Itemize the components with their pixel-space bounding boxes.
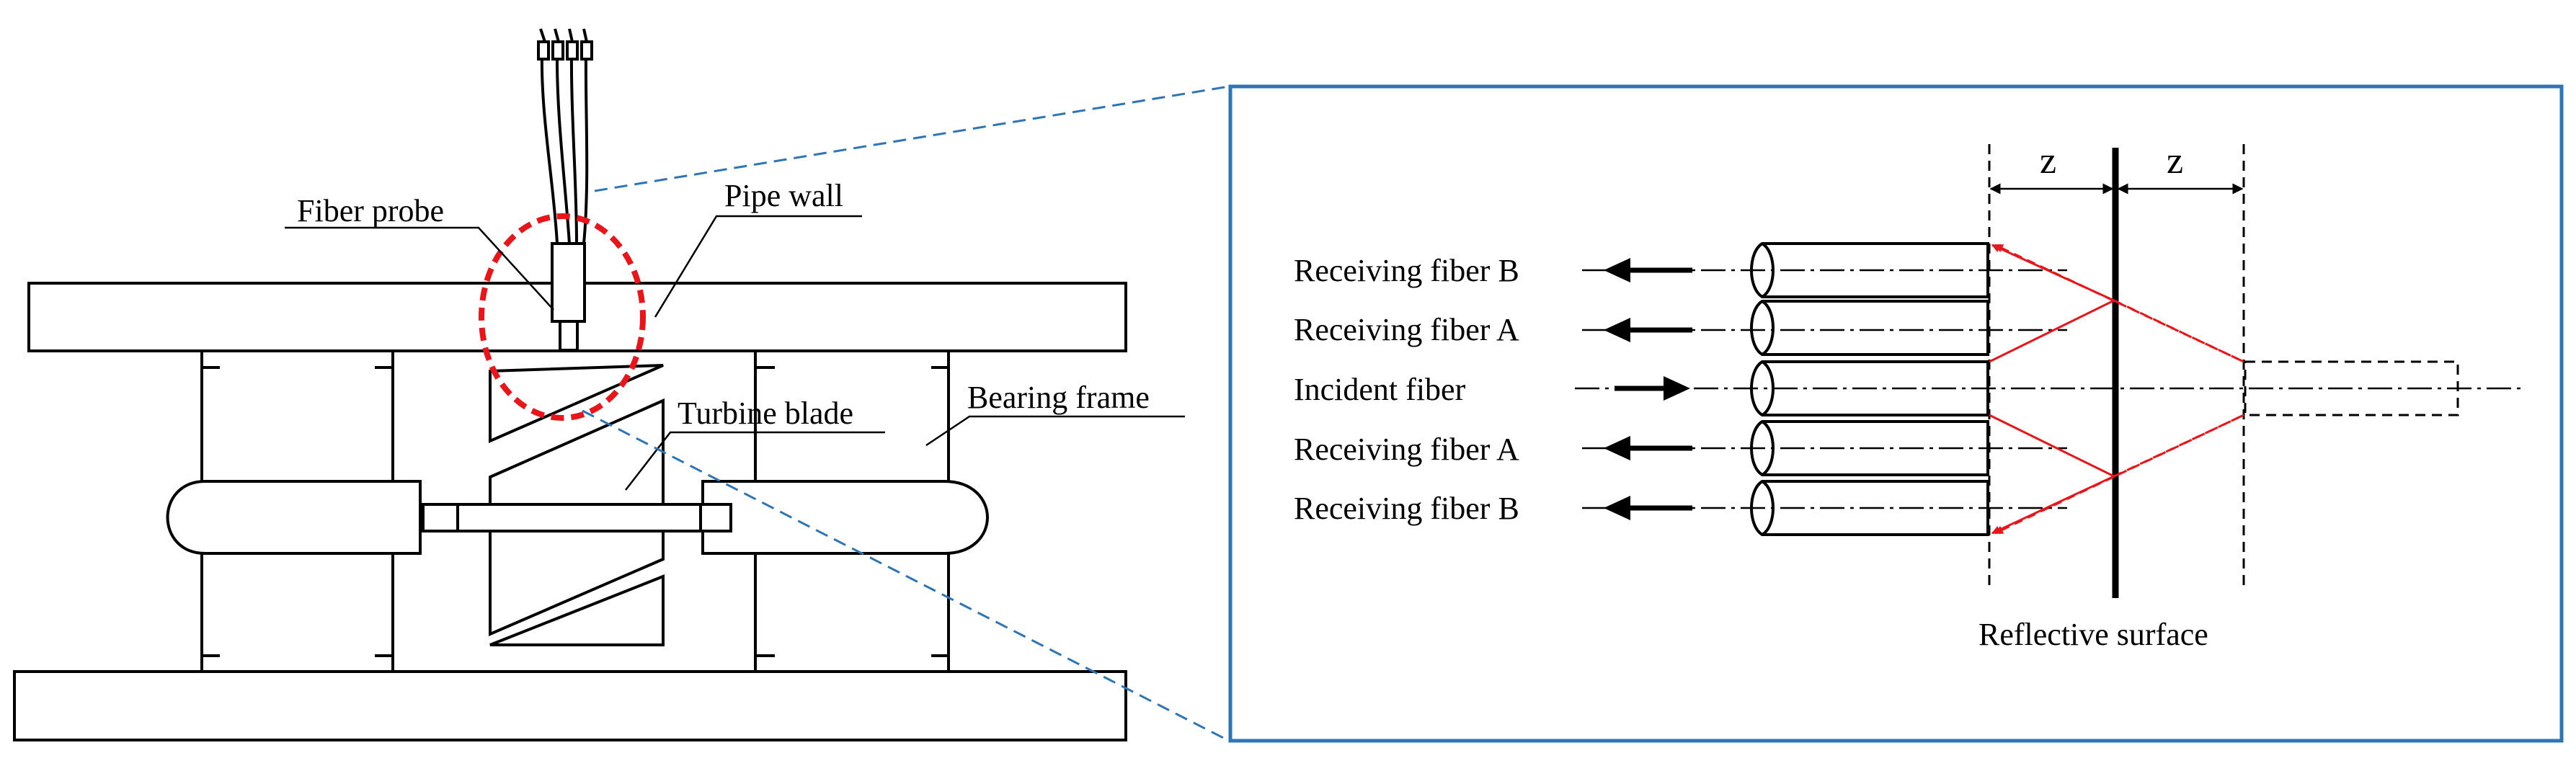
highlight-circle	[479, 213, 646, 421]
label-receiving-fiber-a-bottom: Receiving fiber A	[1294, 432, 1519, 467]
zoom-frame	[1228, 84, 2564, 743]
label-incident-fiber: Incident fiber	[1294, 372, 1466, 407]
label-pipe-wall: Pipe wall	[724, 178, 843, 213]
turbine-shaft	[422, 503, 732, 532]
flowmeter-assembly: Fiber probe Pipe wall Turbine blade Bear…	[13, 28, 1185, 741]
label-fiber-probe: Fiber probe	[297, 193, 444, 228]
pipe-wall-bottom	[13, 670, 1127, 741]
label-receiving-fiber-a-top: Receiving fiber A	[1294, 312, 1519, 347]
label-bearing-frame: Bearing frame	[967, 380, 1150, 415]
distance-z-markers: z z	[1989, 141, 2244, 195]
label-z-left: z	[2040, 141, 2056, 182]
zoom-connector-top	[594, 85, 1230, 192]
label-z-right: z	[2167, 141, 2183, 182]
signal-arrows	[1604, 258, 1692, 520]
virtual-incident-fiber	[2244, 360, 2459, 416]
light-paths	[1989, 244, 2244, 535]
bearing-hub-right	[701, 480, 989, 555]
label-receiving-fiber-b-top: Receiving fiber B	[1294, 253, 1519, 288]
label-turbine-blade: Turbine blade	[678, 396, 853, 431]
label-reflective-surface: Reflective surface	[1978, 617, 2208, 652]
bearing-hub-left	[166, 480, 422, 555]
fiber-bundle-detail: Receiving fiber B Receiving fiber A Inci…	[1294, 141, 2523, 652]
label-receiving-fiber-b-bottom: Receiving fiber B	[1294, 491, 1519, 526]
